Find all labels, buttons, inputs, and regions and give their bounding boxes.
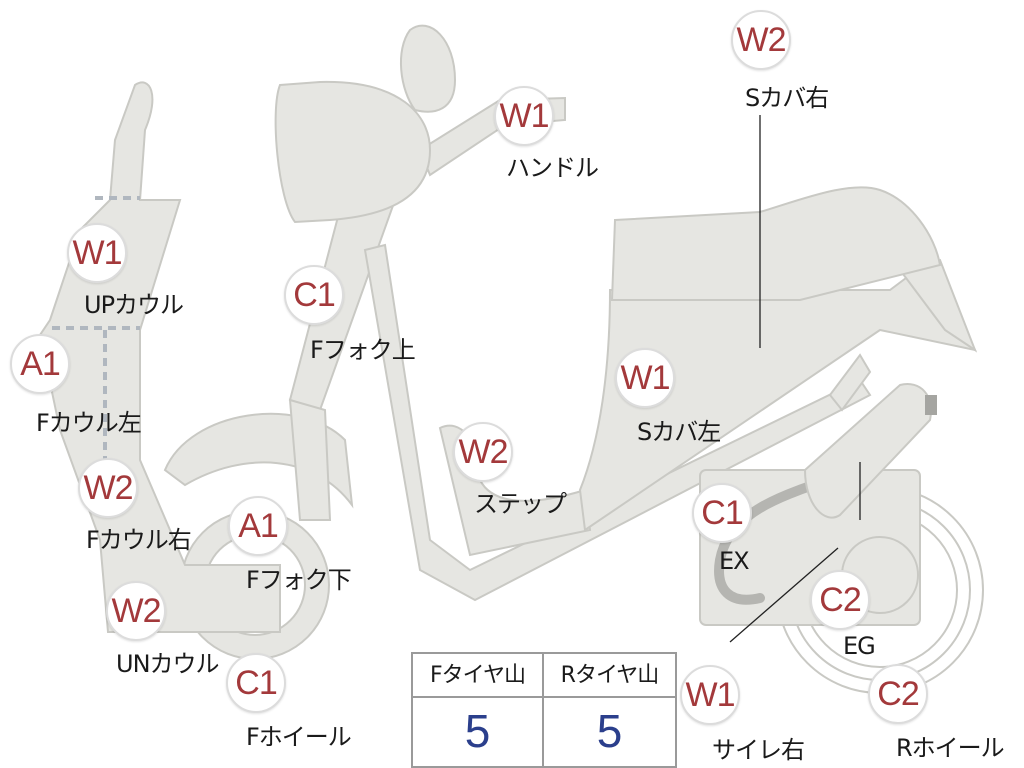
grade-badge: W2 — [731, 10, 791, 70]
part-label: Sカバ右 — [745, 84, 829, 112]
grade-badge: C2 — [810, 570, 870, 630]
rear-tire-value: 5 — [596, 705, 623, 757]
part-label: ステップ — [474, 490, 567, 518]
grade-badge: C1 — [284, 265, 344, 325]
part-label: Fカウル右 — [86, 526, 192, 554]
tire-tread-table: Fタイヤ山 Rタイヤ山 5 5 — [411, 652, 677, 768]
part-label: UNカウル — [116, 650, 220, 678]
grade-badge: A1 — [10, 334, 70, 394]
part-label: Fホイール — [246, 723, 352, 751]
side-cover-shape — [578, 258, 977, 532]
part-label: サイレ右 — [712, 736, 805, 764]
grade-badge: W1 — [680, 665, 740, 725]
grade-badge: A1 — [228, 496, 288, 556]
axle-shape — [925, 395, 937, 415]
part-label: Rホイール — [896, 734, 1005, 762]
part-label: EX — [719, 547, 750, 575]
grade-badge: W2 — [78, 458, 138, 518]
mirror-shape — [399, 24, 457, 113]
headlight-shape — [274, 80, 432, 224]
part-label: Fカウル左 — [36, 409, 142, 437]
grade-badge: W2 — [453, 422, 513, 482]
part-label: ハンドル — [506, 154, 599, 182]
part-label: Fフォク上 — [310, 336, 416, 364]
leader-muffler — [729, 547, 839, 643]
front-tire-header: Fタイヤ山 — [413, 654, 544, 698]
part-label: EG — [843, 632, 876, 660]
grade-badge: C1 — [692, 483, 752, 543]
front-tire-value: 5 — [413, 698, 544, 766]
seat-shape — [610, 186, 942, 301]
grade-badge: C1 — [226, 653, 286, 713]
grade-badge: W1 — [494, 86, 554, 146]
rear-arm-shape — [828, 353, 872, 412]
part-label: Sカバ左 — [637, 418, 721, 446]
fork-lower-shape — [288, 398, 332, 521]
grade-badge: W1 — [67, 223, 127, 283]
part-label: Fフォク下 — [246, 566, 352, 594]
part-label: UPカウル — [84, 291, 184, 319]
grade-badge: C2 — [868, 664, 928, 724]
rear-tire-header: Rタイヤ山 — [544, 654, 675, 698]
rear-shock-shape — [803, 383, 932, 519]
grade-badge: W1 — [615, 348, 675, 408]
grade-badge: W2 — [106, 581, 166, 641]
